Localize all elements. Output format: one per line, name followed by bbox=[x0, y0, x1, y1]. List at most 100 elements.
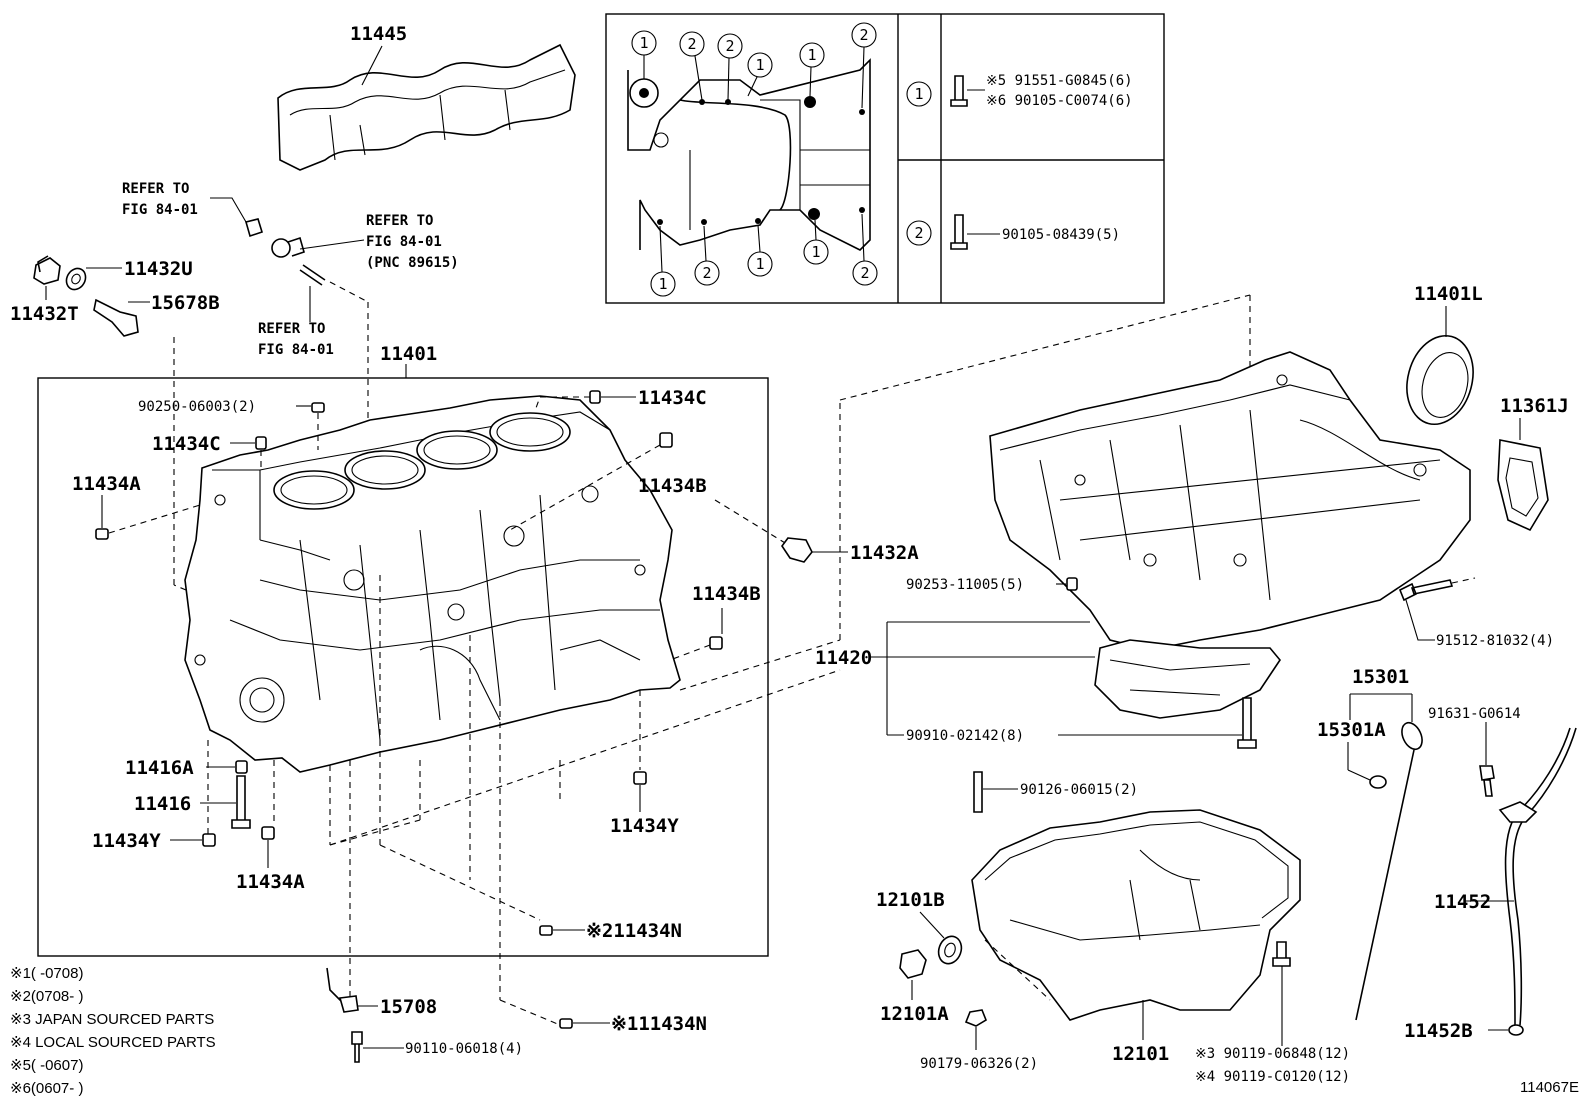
part-label-90179: 90179-06326(2) bbox=[920, 1056, 1038, 1072]
part-label-90250: 90250-06003(2) bbox=[138, 399, 256, 415]
dowel-11434N-upper: ※211434N bbox=[539, 920, 682, 942]
inset-callout: 1 bbox=[799, 42, 825, 97]
dipstick-15301: 15301 bbox=[1349, 666, 1423, 1021]
part-label-90119-japan: ※3 90119-06848(12) bbox=[1195, 1046, 1350, 1062]
part-label-91631: 91631-G0614 bbox=[1428, 706, 1521, 722]
part-label-11434Y-left: 11434Y bbox=[92, 830, 161, 852]
dipstick-guide-11452: 11452 bbox=[1434, 727, 1577, 1026]
part-label-90910: 90910-02142(8) bbox=[906, 728, 1024, 744]
part-label-15301: 15301 bbox=[1352, 666, 1409, 688]
table-key-1-label: 1 bbox=[914, 85, 923, 103]
inset-callout: 1 bbox=[650, 225, 676, 297]
part-label-11434B-top: 11434B bbox=[638, 475, 707, 497]
svg-text:REFER TO: REFER TO bbox=[258, 321, 325, 337]
inset-callout: 2 bbox=[717, 33, 743, 101]
part-label-12101A: 12101A bbox=[880, 1003, 949, 1025]
part-label-11420: 11420 bbox=[815, 647, 872, 669]
svg-text:1: 1 bbox=[755, 255, 764, 273]
part-label-90253: 90253-11005(5) bbox=[906, 577, 1024, 593]
part-label-11401: 11401 bbox=[380, 343, 437, 365]
table-row2-part: 90105-08439(5) bbox=[1002, 227, 1120, 243]
svg-text:1: 1 bbox=[811, 243, 820, 261]
drain-plug-11432T: 11432T bbox=[10, 255, 79, 325]
cylinder-block-group-frame bbox=[37, 377, 769, 957]
gasket-12101B: 12101B bbox=[876, 889, 963, 965]
plug-11432A: 11432A bbox=[781, 537, 919, 564]
footnote-1: ※1( -0708) bbox=[10, 965, 83, 982]
inset-callout: 1 bbox=[747, 224, 773, 277]
gasket-11361J: 11361J bbox=[1497, 395, 1569, 532]
dowel-11434A-bottom: 11434A bbox=[236, 826, 305, 893]
part-12101-leader: 12101 bbox=[1112, 1000, 1169, 1065]
svg-text:(PNC 89615): (PNC 89615) bbox=[366, 255, 459, 271]
svg-text:1: 1 bbox=[755, 56, 764, 74]
part-label-11434C-top: 11434C bbox=[638, 387, 707, 409]
cylinder-block-11401 bbox=[184, 395, 681, 773]
part-label-15301A: 15301A bbox=[1317, 719, 1386, 741]
inset-callout: 1 bbox=[747, 52, 773, 97]
seal-11401L: 11401L bbox=[1406, 283, 1483, 426]
bolt-90910: 90910-02142(8) bbox=[906, 697, 1257, 749]
inset-callout: 2 bbox=[852, 213, 878, 286]
table-key-2 bbox=[906, 220, 932, 246]
part-label-90110: 90110-06018(4) bbox=[405, 1041, 523, 1057]
part-label-11434N-upper: ※211434N bbox=[586, 920, 682, 942]
footnote-4: ※4 LOCAL SOURCED PARTS bbox=[10, 1034, 216, 1051]
part-label-90119-local: ※4 90119-C0120(12) bbox=[1195, 1069, 1350, 1085]
oring-11452B: 11452B bbox=[1404, 1020, 1524, 1042]
svg-text:2: 2 bbox=[725, 37, 734, 55]
plug-90253: 90253-11005(5) bbox=[906, 577, 1078, 593]
bolt-91631: 91631-G0614 bbox=[1428, 706, 1521, 797]
dowel-11434C-left: 11434C bbox=[152, 433, 267, 470]
part-label-11432U: 11432U bbox=[124, 258, 193, 280]
part-label-11416A: 11416A bbox=[125, 757, 194, 779]
stud-90126: 90126-06015(2) bbox=[973, 771, 1138, 813]
oil-pan-12101 bbox=[971, 809, 1301, 1021]
bolt-91512: 91512-81032(4) bbox=[1398, 577, 1554, 649]
svg-text:2: 2 bbox=[687, 35, 696, 53]
svg-text:2: 2 bbox=[702, 264, 711, 282]
dowel-11434N-lower: ※111434N bbox=[559, 1013, 707, 1035]
dowel-11434B-right: 11434B bbox=[669, 583, 761, 661]
table-row1-part-a: ※5 91551-G0845(6) bbox=[986, 73, 1133, 89]
svg-text:1: 1 bbox=[658, 275, 667, 293]
footnote-5: ※5( -0607) bbox=[10, 1057, 83, 1074]
part-label-12101B: 12101B bbox=[876, 889, 945, 911]
footnote-6: ※6(0607- ) bbox=[10, 1080, 83, 1097]
svg-text:FIG 84-01: FIG 84-01 bbox=[258, 342, 334, 358]
bolt-90119: ※3 90119-06848(12) ※4 90119-C0120(12) bbox=[1195, 941, 1350, 1085]
oring-15301A: 15301A bbox=[1317, 719, 1387, 789]
refer-note-3: REFER TO FIG 84-01 bbox=[258, 264, 369, 420]
dowel-11434Y-right: 11434Y bbox=[610, 771, 679, 837]
part-label-11432T: 11432T bbox=[10, 303, 79, 325]
table-row1-part-b: ※6 90105-C0074(6) bbox=[986, 93, 1133, 109]
part-label-11452B: 11452B bbox=[1404, 1020, 1473, 1042]
svg-text:1: 1 bbox=[639, 34, 648, 52]
footnotes: ※1( -0708) ※2(0708- ) ※3 JAPAN SOURCED P… bbox=[10, 965, 216, 1097]
inset-callout: 2 bbox=[679, 31, 705, 101]
bolt-90110: 90110-06018(4) bbox=[351, 1031, 523, 1063]
part-label-11434A-bottom: 11434A bbox=[236, 871, 305, 893]
dowel-11416A: 11416A bbox=[125, 757, 248, 779]
dowel-11434B-top: 11434B bbox=[509, 432, 791, 547]
dowel-11434Y-left: 11434Y bbox=[92, 830, 216, 852]
inset-callout: 1 bbox=[803, 219, 829, 265]
dowel-11434A-left: 11434A bbox=[72, 473, 201, 540]
part-label-11445: 11445 bbox=[350, 23, 407, 45]
oil-jet-15678B: 15678B bbox=[93, 292, 220, 585]
svg-text:1: 1 bbox=[807, 46, 816, 64]
svg-text:2: 2 bbox=[859, 26, 868, 44]
footnote-3: ※3 JAPAN SOURCED PARTS bbox=[10, 1011, 214, 1028]
part-label-11434B-right: 11434B bbox=[692, 583, 761, 605]
svg-text:2: 2 bbox=[860, 264, 869, 282]
part-label-15708: 15708 bbox=[380, 996, 437, 1018]
plug-90250: 90250-06003(2) bbox=[138, 399, 325, 450]
svg-text:FIG 84-01: FIG 84-01 bbox=[122, 202, 198, 218]
part-11420-leaders: 11420 bbox=[815, 621, 1095, 736]
inset-callout: 2 bbox=[694, 225, 720, 286]
inset-callout: 2 bbox=[851, 22, 877, 109]
lower-crankcase-11420 bbox=[989, 351, 1471, 719]
part-label-12101: 12101 bbox=[1112, 1043, 1169, 1065]
part-label-11361J: 11361J bbox=[1500, 395, 1569, 417]
